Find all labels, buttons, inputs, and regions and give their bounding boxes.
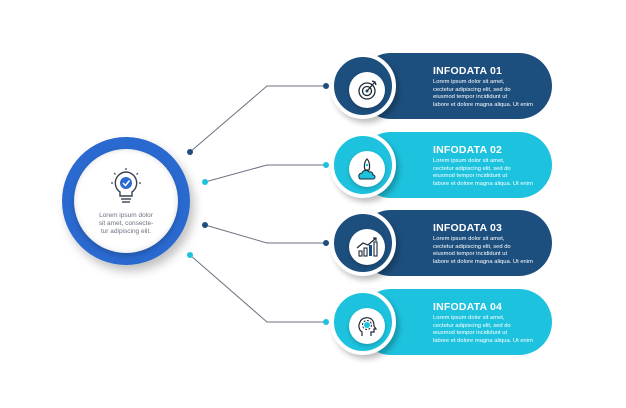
info-card-text-line: cectetur adipiscing elit, sed do: [433, 86, 511, 93]
center-text-line: tur adipiscing elit.: [100, 228, 152, 235]
info-card-text: Lorem ipsum dolor sit amet, cectetur adi…: [433, 79, 543, 109]
info-card-04: INFODATA 04 Lorem ipsum dolor sit amet, …: [330, 289, 552, 355]
info-card-text-line: eiusmod tempor incididunt ut: [433, 94, 508, 101]
rocket-cloud-icon: [358, 158, 376, 180]
center-circle: [74, 149, 178, 253]
info-card-text-line: labore et dolore magna aliqua. Ut enim: [433, 337, 533, 344]
connector-dot-start-1: [187, 149, 193, 155]
info-card-text: Lorem ipsum dolor sit amet, cectetur adi…: [433, 158, 543, 188]
icon-disc: [349, 229, 385, 265]
connector-line-4: [189, 254, 326, 323]
growth-chart-icon: [356, 237, 378, 257]
info-card-ring: [330, 53, 396, 119]
connector-line-1: [189, 85, 326, 153]
connector-dot-start-2: [202, 179, 208, 185]
info-card-title: INFODATA 02: [433, 144, 503, 156]
info-card-text-line: labore et dolore magna aliqua. Ut enim: [433, 101, 533, 108]
info-card-text-line: eiusmod tempor incididunt ut: [433, 173, 508, 180]
connector-line-3: [204, 224, 326, 244]
lightbulb-check-icon: [111, 168, 141, 203]
info-card-ring: [330, 132, 396, 198]
info-card-text-line: Lorem ipsum dolor sit amet,: [433, 79, 505, 85]
info-card-01: INFODATA 01 Lorem ipsum dolor sit amet, …: [330, 53, 552, 119]
info-card-text-line: Lorem ipsum dolor sit amet,: [433, 236, 505, 242]
info-card-text-line: cectetur adipiscing elit, sed do: [433, 322, 511, 329]
connector-dot-end-3: [323, 240, 329, 246]
info-card-text-line: eiusmod tempor incididunt ut: [433, 251, 508, 258]
icon-disc: [349, 151, 385, 187]
target-arrow-icon: [358, 80, 377, 100]
head-gear-icon: [358, 317, 378, 336]
info-card-text-line: Lorem ipsum dolor sit amet,: [433, 315, 505, 321]
info-card-02: INFODATA 02 Lorem ipsum dolor sit amet, …: [330, 132, 552, 198]
info-card-ring: [330, 289, 396, 355]
connector-dot-end-1: [323, 83, 329, 89]
info-card-text-line: cectetur adipiscing elit, sed do: [433, 165, 511, 172]
center-text-line: sit amet, consecte-: [98, 220, 154, 227]
info-card-text-line: labore et dolore magna aliqua. Ut enim: [433, 180, 533, 187]
info-card-text-line: cectetur adipiscing elit, sed do: [433, 243, 511, 250]
info-card-title: INFODATA 01: [433, 65, 503, 77]
connector-dot-end-2: [323, 162, 329, 168]
info-card-text-line: labore et dolore magna aliqua. Ut enim: [433, 258, 533, 265]
info-card-title: INFODATA 04: [433, 301, 503, 313]
info-card-text-line: Lorem ipsum dolor sit amet,: [433, 158, 505, 164]
info-card-ring: [330, 210, 396, 276]
connector-dot-end-4: [323, 319, 329, 325]
info-card-text: Lorem ipsum dolor sit amet, cectetur adi…: [433, 236, 543, 266]
icon-disc: [349, 72, 385, 108]
center-description: Lorem ipsum dolor sit amet, consecte- tu…: [82, 212, 170, 236]
connector-line-2: [204, 164, 326, 183]
info-card-03: INFODATA 03 Lorem ipsum dolor sit amet, …: [330, 210, 552, 276]
center-text-line: Lorem ipsum dolor: [99, 212, 153, 219]
icon-disc: [349, 308, 385, 344]
connector-dot-start-4: [187, 252, 193, 258]
info-card-text: Lorem ipsum dolor sit amet, cectetur adi…: [433, 315, 543, 345]
connector-dot-start-3: [202, 222, 208, 228]
info-card-text-line: eiusmod tempor incididunt ut: [433, 330, 508, 337]
info-card-title: INFODATA 03: [433, 222, 503, 234]
